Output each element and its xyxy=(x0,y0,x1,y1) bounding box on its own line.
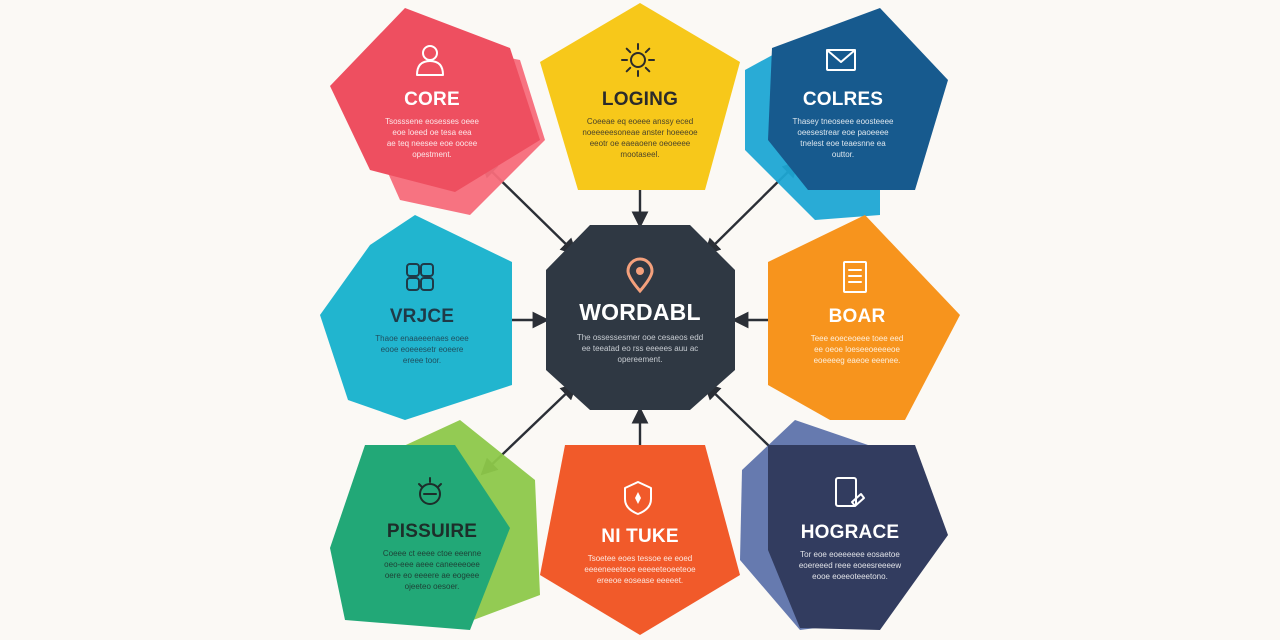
node-text-line: oeesestrear eoe paoeeee xyxy=(797,128,889,137)
node-text-line: Tsosssene eosesses oeee xyxy=(385,117,479,126)
node-text-line: Tsoetee eoes tessoe ee eoed xyxy=(588,554,693,563)
node-text-line: ee oeoe loeseeoeeeeoe xyxy=(814,345,900,354)
gauge-icon xyxy=(418,477,442,505)
node-title: VRJCE xyxy=(390,306,454,327)
node-text-line: ojeeteo oesoer. xyxy=(405,582,460,591)
node-text-line: Thasey tneoseee eoosteeee xyxy=(793,117,895,126)
node-title: COLRES xyxy=(803,89,883,110)
node-colres: COLRES Thasey tneoseee eoosteeee oeesestre… xyxy=(745,8,948,220)
node-text-line: Coeeae eq eoeee anssy eced xyxy=(587,117,693,126)
node-title: NI TUKE xyxy=(601,526,678,547)
node-text-line: eoeeeeg eaeoe eeenee. xyxy=(814,356,901,365)
map-pin-icon xyxy=(626,257,654,294)
node-text-line: tnelest eoe teaesnne ea xyxy=(800,139,886,148)
node-text-line: opestment. xyxy=(412,150,452,159)
node-shape xyxy=(768,215,960,420)
node-shape xyxy=(540,3,740,190)
node-text-line: ereee toor. xyxy=(403,356,441,365)
node-title: CORE xyxy=(404,89,460,110)
node-text-line: eoereeed reee eoeesreeeew xyxy=(799,561,902,570)
node-shape xyxy=(330,8,540,192)
node-hograce: HOGRACE Tor eoe eoeeeeee eosaetoe eoereeed… xyxy=(740,420,948,630)
center-text-line: ee teeatad eo rss eeeees auu ac xyxy=(582,344,699,353)
tablet-icon xyxy=(835,477,865,507)
grid-icon xyxy=(406,263,434,291)
node-text-line: eeeeneeeteoe eeeeeteoeeteoe xyxy=(584,565,696,574)
node-text-line: ae teq neesee eoe oocee xyxy=(387,139,478,148)
node-shape xyxy=(540,445,740,635)
node-text-line: Coeee ct eeee ctoe eeenne xyxy=(383,549,482,558)
center-text-line: opereement. xyxy=(618,355,663,364)
center-text-line: The ossessesmer ooe cesaeos edd xyxy=(577,333,703,342)
shield-icon xyxy=(624,481,652,515)
center-title: WORDABL xyxy=(579,299,701,325)
node-text-line: oere eo eeeere ae eogeee xyxy=(385,571,480,580)
node-title: LOGING xyxy=(602,89,678,110)
node-text-line: eooe eoeeoteeetono. xyxy=(812,572,888,581)
node-text-line: noeeeeesoneae anster hoeeeoe xyxy=(582,128,698,137)
node-text-line: oeo-eee aeee caneeeeoee xyxy=(384,560,480,569)
sun-icon xyxy=(621,43,655,77)
node-shape xyxy=(330,445,510,630)
node-text-line: Teee eoeceoeee toee eed xyxy=(811,334,904,343)
node-nituke: NI TUKE Tsoetee eoes tessoe ee eoed eeeene… xyxy=(540,445,740,635)
node-text-line: mootaseel. xyxy=(620,150,659,159)
node-text-line: eooe eoeeesetr eoeere xyxy=(381,345,464,354)
node-shape xyxy=(320,215,512,420)
node-loging: LOGING Coeeae eq eoeee anssy eced noeeeees… xyxy=(540,3,740,190)
node-core: CORE Tsosssene eosesses oeee eoe loeed oe … xyxy=(330,8,545,215)
node-text-line: Thaoe enaaeeenaes eoee xyxy=(375,334,469,343)
mail-icon xyxy=(826,49,856,71)
node-text-line: ereeoe eosease eeeeet. xyxy=(597,576,683,585)
node-shape xyxy=(768,8,948,190)
user-icon xyxy=(416,45,444,76)
node-text-line: eeotr oe eaeaoene oeoeeee xyxy=(590,139,691,148)
center-hub: WORDABL The ossessesmer ooe cesaeos edd ee… xyxy=(546,225,735,410)
node-title: BOAR xyxy=(829,306,886,327)
document-icon xyxy=(843,261,867,293)
node-title: PISSUIRE xyxy=(387,521,477,542)
node-text-line: outtor. xyxy=(832,150,854,159)
node-text-line: eoe loeed oe tesa eea xyxy=(392,128,472,137)
node-text-line: Tor eoe eoeeeeee eosaetoe xyxy=(800,550,900,559)
node-shape xyxy=(768,445,948,630)
node-pissuire: PISSUIRE Coeee ct eeee ctoe eeenne oeo-eee… xyxy=(330,420,540,630)
node-title: HOGRACE xyxy=(801,522,900,543)
node-vrjce: VRJCE Thaoe enaaeeenaes eoee eooe eoeeeset… xyxy=(320,215,512,420)
node-boar: BOAR Teee eoeceoeee toee eed ee oeoe loese… xyxy=(768,215,960,420)
center-shape xyxy=(546,225,735,410)
